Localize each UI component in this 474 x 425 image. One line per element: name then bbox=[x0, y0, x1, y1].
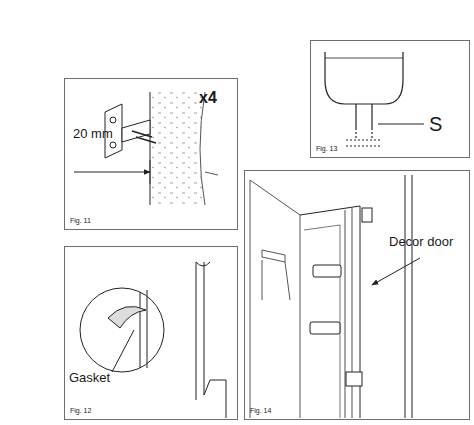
figure-panel: Decor doorFig. 14 bbox=[244, 170, 470, 420]
part-label: Gasket bbox=[69, 371, 110, 385]
fig14-decor-door bbox=[250, 175, 420, 418]
figure-number: Fig. 11 bbox=[70, 217, 91, 225]
dimension-label: 20 mm bbox=[73, 127, 113, 141]
figure-number: Fig. 13 bbox=[316, 145, 337, 153]
part-label: S bbox=[429, 113, 442, 135]
fig13-foot bbox=[325, 52, 424, 146]
fig11-bracket bbox=[74, 92, 218, 205]
figure-panel: x4 20 mm Fig. 11 bbox=[64, 78, 238, 230]
figure-panel: S Fig. 13 bbox=[310, 40, 470, 158]
figure-panel: GasketFig. 12 bbox=[64, 246, 238, 420]
figure-number: Fig. 14 bbox=[250, 407, 271, 415]
fig12-gasket bbox=[80, 262, 226, 418]
part-label: Decor door bbox=[389, 235, 453, 249]
quantity-label: x4 bbox=[199, 89, 217, 107]
figure-number: Fig. 12 bbox=[70, 407, 91, 415]
